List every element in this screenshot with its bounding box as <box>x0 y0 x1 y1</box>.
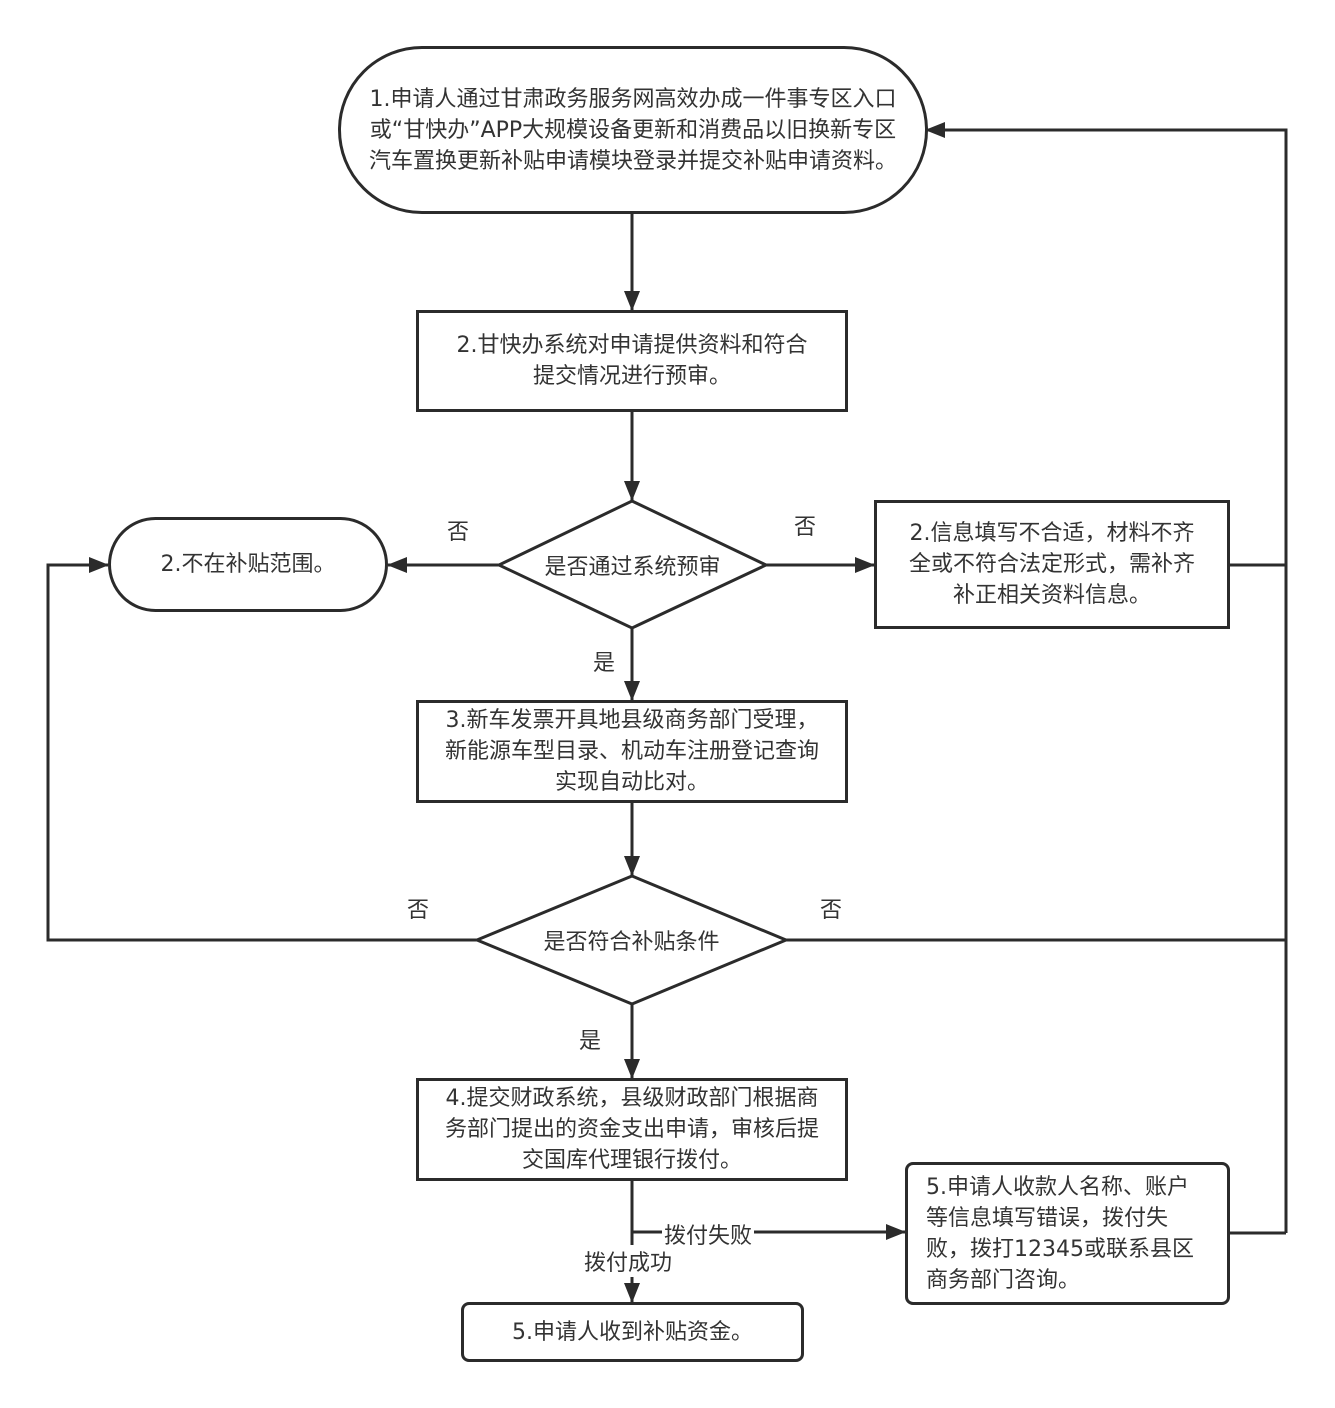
label-payment-failed: 拨付失败 <box>662 1218 755 1250</box>
label-decision1-no-left: 否 <box>447 520 470 545</box>
label-payment-success: 拨付成功 <box>582 1245 675 1277</box>
edge-bus-to-start <box>925 122 1288 1233</box>
received-node-text: 5.申请人收到补贴资金。 <box>512 1319 753 1345</box>
label-decision2-no-left: 否 <box>407 898 430 923</box>
label-decision2-yes: 是 <box>579 1029 602 1054</box>
precheck-node: 2.甘快办系统对申请提供资料和符合提交情况进行预审。 <box>416 310 848 412</box>
label-decision1-yes: 是 <box>593 651 616 676</box>
label-decision1-no-right: 否 <box>794 515 817 540</box>
received-node: 5.申请人收到补贴资金。 <box>461 1302 804 1362</box>
supplement-node: 2.信息填写不合适，材料不齐全或不符合法定形式，需补齐补正相关资料信息。 <box>874 500 1230 629</box>
finance-node: 4.提交财政系统，县级财政部门根据商务部门提出的资金支出申请，审核后提交国库代理… <box>416 1078 848 1181</box>
decision2-text: 是否符合补贴条件 <box>543 930 720 955</box>
not-eligible-node: 2.不在补贴范围。 <box>108 517 388 612</box>
supplement-node-text: 2.信息填写不合适，材料不齐全或不符合法定形式，需补齐补正相关资料信息。 <box>908 521 1195 608</box>
edge-decision2-to-not-eligible <box>46 557 477 942</box>
commerce-review-node: 3.新车发票开具地县级商务部门受理，新能源车型目录、机动车注册登记查询实现自动比… <box>416 700 848 803</box>
finance-node-text: 4.提交财政系统，县级财政部门根据商务部门提出的资金支出申请，审核后提交国库代理… <box>444 1086 819 1173</box>
decision1-text: 是否通过系统预审 <box>544 555 721 580</box>
commerce-review-node-text: 3.新车发票开具地县级商务部门受理，新能源车型目录、机动车注册登记查询实现自动比… <box>444 708 819 795</box>
payment-failed-node: 5.申请人收款人名称、账户等信息填写错误，拨付失败，拨打12345或联系县区商务… <box>905 1162 1230 1305</box>
label-decision2-no-right: 否 <box>820 898 843 923</box>
not-eligible-node-text: 2.不在补贴范围。 <box>160 552 336 577</box>
payment-failed-node-text: 5.申请人收款人名称、账户等信息填写错误，拨付失败，拨打12345或联系县区商务… <box>926 1174 1194 1293</box>
precheck-node-text: 2.甘快办系统对申请提供资料和符合提交情况进行预审。 <box>456 333 808 389</box>
start-node: 1.申请人通过甘肃政务服务网高效办成一件事专区入口或“甘快办”APP大规模设备更… <box>338 46 928 214</box>
start-node-text: 1.申请人通过甘肃政务服务网高效办成一件事专区入口或“甘快办”APP大规模设备更… <box>368 86 897 174</box>
